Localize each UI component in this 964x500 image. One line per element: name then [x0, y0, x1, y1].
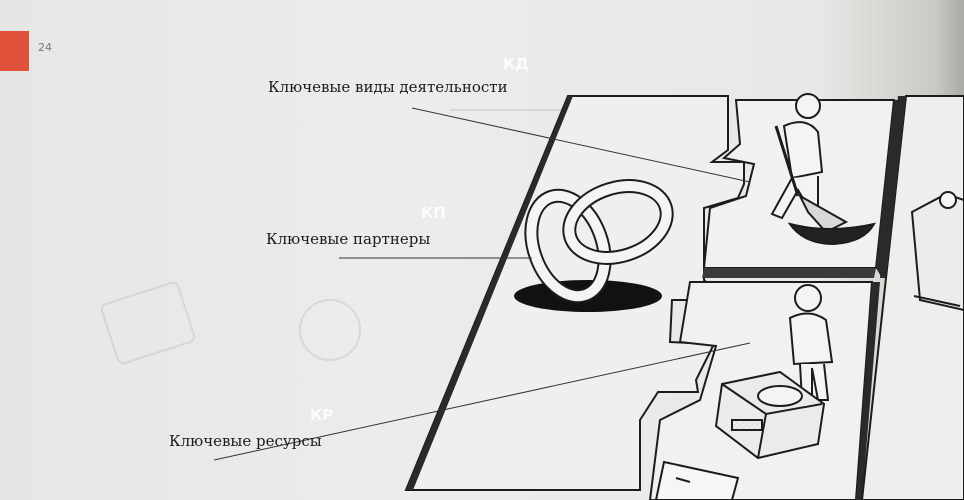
interlocked-rings-icon: [514, 179, 674, 312]
paper-sheet-icon: [654, 460, 740, 500]
leader-lines: [213, 107, 751, 461]
activities-leader-line: [411, 107, 751, 183]
key-activities-label: Ключевые виды деятельности: [268, 78, 508, 96]
ghost-tag-kp: КП: [421, 204, 446, 222]
key-partners-label: Ключевые партнеры: [266, 230, 431, 248]
ghost-tag-kr: КР: [310, 406, 334, 424]
page-number: 24: [38, 41, 52, 54]
chapter-color-tab: [0, 31, 29, 71]
key-resources-label: Ключевые ресурсы: [169, 432, 322, 450]
chair-icon: [910, 191, 964, 312]
ghost-tag-kd: КД: [503, 55, 529, 73]
toolbox-resources-icon: [714, 370, 826, 460]
digging-person-icon: [770, 93, 876, 246]
resources-leader-line: [213, 342, 751, 461]
